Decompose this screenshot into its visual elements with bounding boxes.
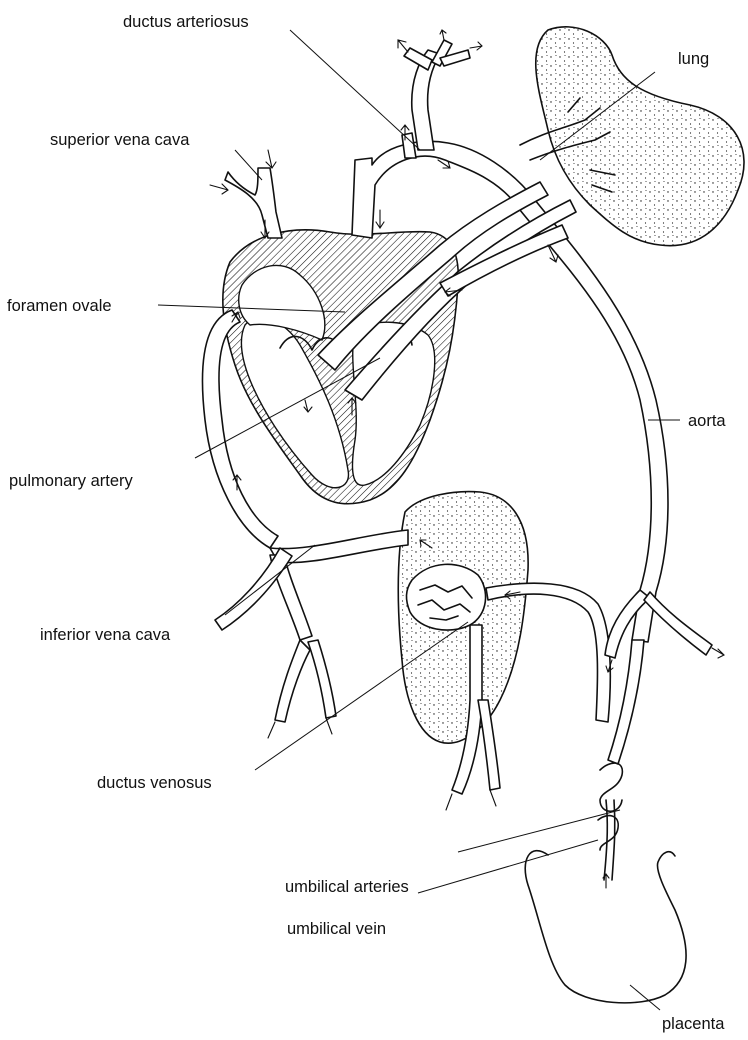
- label-inferior-vena-cava: inferior vena cava: [40, 626, 171, 644]
- label-umbilical-arteries: umbilical arteries: [285, 878, 409, 896]
- label-umbilical-vein: umbilical vein: [287, 920, 386, 938]
- label-ductus-arteriosus: ductus arteriosus: [123, 13, 249, 31]
- label-ductus-venosus: ductus venosus: [97, 774, 212, 792]
- label-pulmonary-artery: pulmonary artery: [9, 472, 134, 490]
- placenta-shape: [525, 851, 686, 1003]
- label-aorta: aorta: [688, 412, 726, 430]
- label-superior-vena-cava: superior vena cava: [50, 131, 190, 149]
- label-lung: lung: [678, 50, 709, 68]
- label-placenta: placenta: [662, 1015, 725, 1033]
- label-foramen-ovale: foramen ovale: [7, 297, 112, 315]
